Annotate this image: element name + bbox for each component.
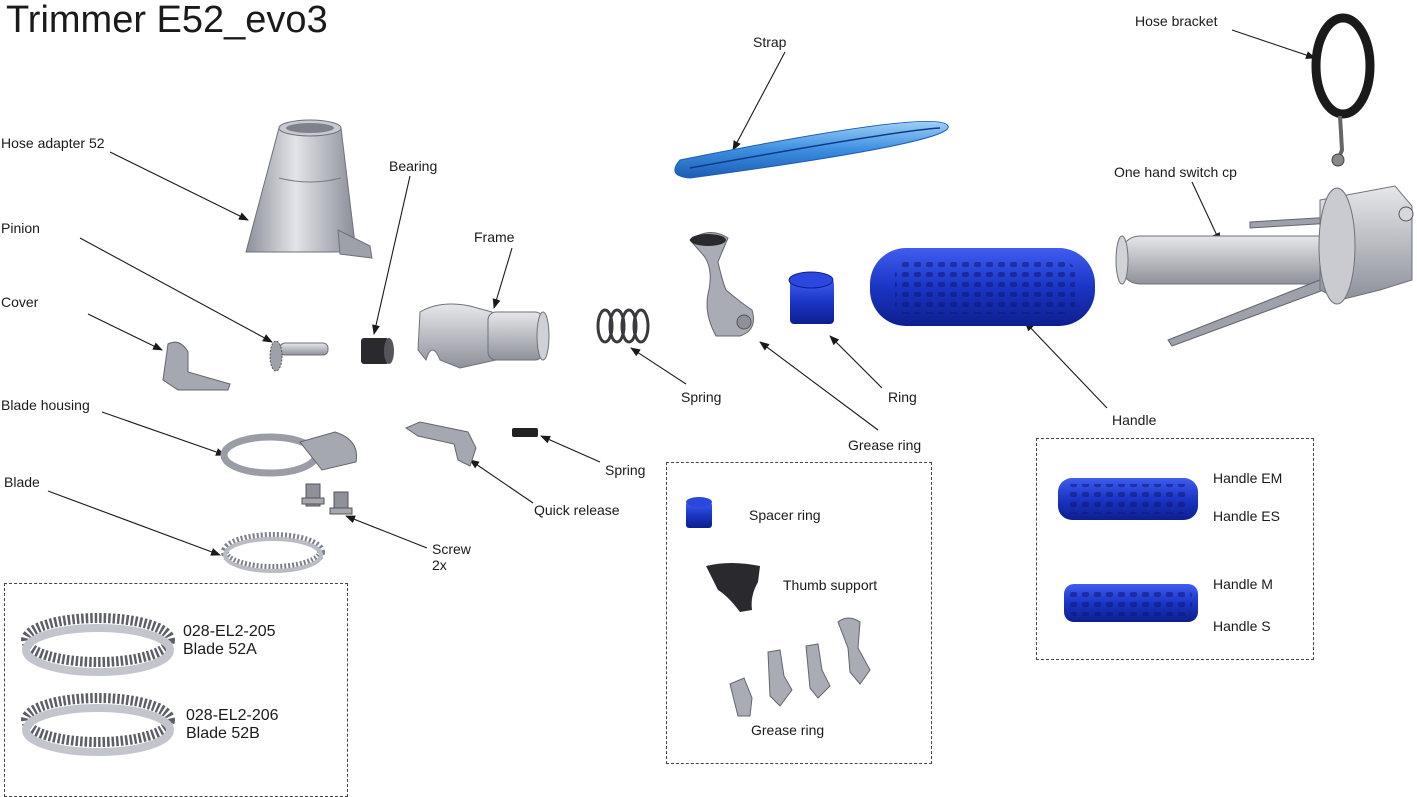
label-blade: Blade <box>4 474 40 490</box>
label-hose-adapter: Hose adapter 52 <box>1 135 105 151</box>
blade-option-name-a: Blade 52A <box>183 641 257 658</box>
blade-part <box>221 532 325 573</box>
blade-option-code-a: 028-EL2-205 <box>183 623 276 640</box>
page-title: Trimmer E52_evo3 <box>6 0 328 41</box>
label-spacer-ring: Spacer ring <box>749 507 821 523</box>
label-ring: Ring <box>888 389 917 405</box>
thumb-support-part <box>706 563 760 612</box>
label-spring-coil: Spring <box>681 389 722 405</box>
label-grease-ring-variants: Grease ring <box>751 722 825 738</box>
blade-housing-part <box>220 431 358 477</box>
screw-part <box>301 483 353 515</box>
label-pinion: Pinion <box>1 220 40 236</box>
leader-lines <box>47 29 1316 556</box>
frame-part <box>417 303 550 369</box>
handle-option-es: Handle ES <box>1213 508 1280 524</box>
grease-ring-variants-part <box>729 617 871 717</box>
cover-part <box>162 341 231 391</box>
handle-option-s: Handle S <box>1213 618 1271 634</box>
handle-part <box>870 248 1095 326</box>
quick-release-part <box>404 421 477 467</box>
pinion-part <box>269 340 329 372</box>
label-cover: Cover <box>1 294 39 310</box>
handle-options-box <box>1036 438 1314 660</box>
label-frame: Frame <box>474 229 515 245</box>
label-screw: Screw <box>432 541 471 557</box>
blade-52b-part <box>21 693 175 756</box>
label-bearing: Bearing <box>389 158 438 174</box>
label-spring-small: Spring <box>605 462 646 478</box>
handle-option-em: Handle EM <box>1213 470 1283 486</box>
label-hose-bracket: Hose bracket <box>1135 13 1218 29</box>
hose-bracket-part <box>1311 13 1375 167</box>
label-quick-release: Quick release <box>534 502 620 518</box>
hose-adapter-part <box>245 119 373 259</box>
blade-option-name-b: Blade 52B <box>186 725 260 742</box>
blade-option-code-b: 028-EL2-206 <box>186 707 279 724</box>
label-grease-ring: Grease ring <box>848 437 922 453</box>
ring-part <box>788 271 834 324</box>
label-thumb-support: Thumb support <box>783 577 878 593</box>
handle-em-es-part <box>1058 478 1198 520</box>
spacer-ring-part <box>686 497 712 528</box>
label-one-hand-switch: One hand switch cp <box>1114 164 1237 180</box>
one-hand-switch-part <box>1115 185 1414 347</box>
label-handle: Handle <box>1112 412 1157 428</box>
strap-part <box>674 120 949 179</box>
grease-ring-part <box>689 232 754 337</box>
bearing-part <box>361 338 394 364</box>
accessory-options-box <box>666 462 932 764</box>
blade-options-box <box>4 583 348 797</box>
handle-option-m: Handle M <box>1213 576 1273 592</box>
blade-52a-part <box>21 613 175 676</box>
coil-spring-part <box>596 308 650 344</box>
handle-m-s-part <box>1064 584 1198 622</box>
label-blade-housing: Blade housing <box>1 397 90 413</box>
small-spring-part <box>512 428 538 437</box>
label-strap: Strap <box>753 34 787 50</box>
label-screw-qty: 2x <box>432 557 447 573</box>
